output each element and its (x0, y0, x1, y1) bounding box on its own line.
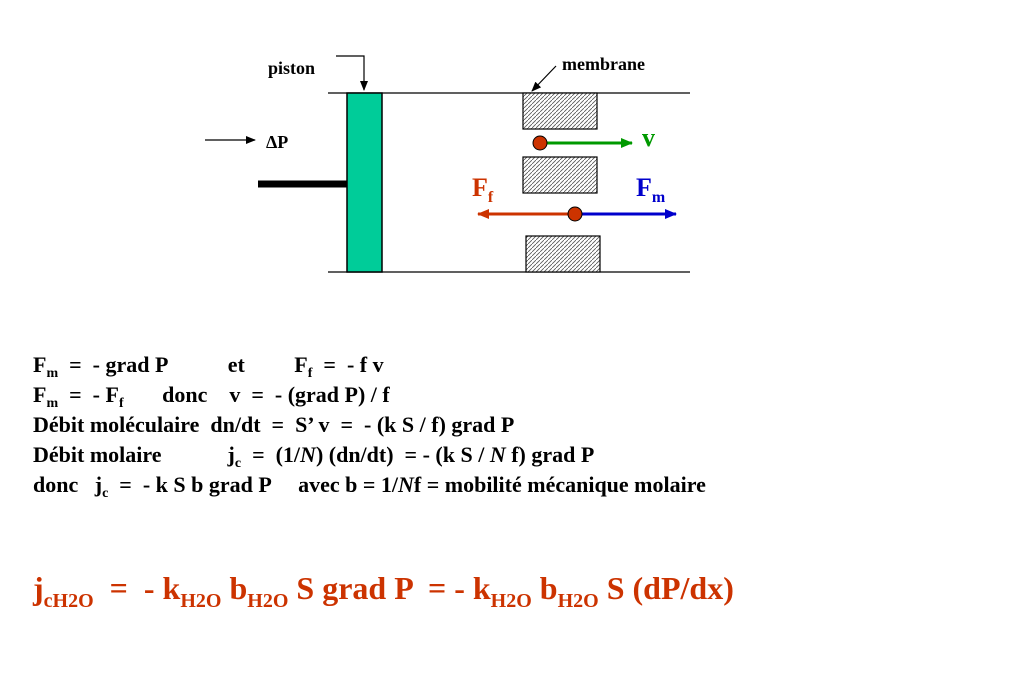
pressure-label: ΔP (266, 132, 288, 152)
driving-force-label: Fm (636, 173, 666, 206)
equation-line-2: Fm = - Ff donc v = - (grad P) / f (33, 382, 390, 411)
piston (346, 92, 383, 273)
particle-upper (532, 135, 548, 151)
particle-lower (567, 206, 583, 222)
membrane-diagram: piston ΔP membrane v Ff Fm (205, 54, 690, 273)
velocity-label: v (642, 123, 655, 152)
equation-line-4: Débit molaire jc = (1/N) (dn/dt) = - (k … (33, 442, 595, 471)
membrane-label: membrane (562, 54, 645, 74)
equation-line-3: Débit moléculaire dn/dt = S’ v = - (k S … (33, 412, 515, 437)
friction-force-label: Ff (472, 173, 494, 206)
final-equation: jcH2O = - kH2O bH2O S grad P = - kH2O bH… (33, 570, 734, 612)
membrane-block-top (522, 92, 598, 130)
piston-label: piston (268, 58, 315, 78)
equations-block: Fm = - grad P et Ff = - f v Fm = - Ff do… (33, 350, 706, 501)
membrane-block-middle (522, 156, 598, 194)
equation-line-1: Fm = - grad P et Ff = - f v (33, 352, 384, 381)
equation-line-5: donc jc = - k S b grad P avec b = 1/Nf =… (33, 472, 706, 501)
membrane-block-bottom (525, 235, 601, 273)
membrane-pointer (531, 65, 557, 92)
piston-pointer (336, 55, 368, 91)
